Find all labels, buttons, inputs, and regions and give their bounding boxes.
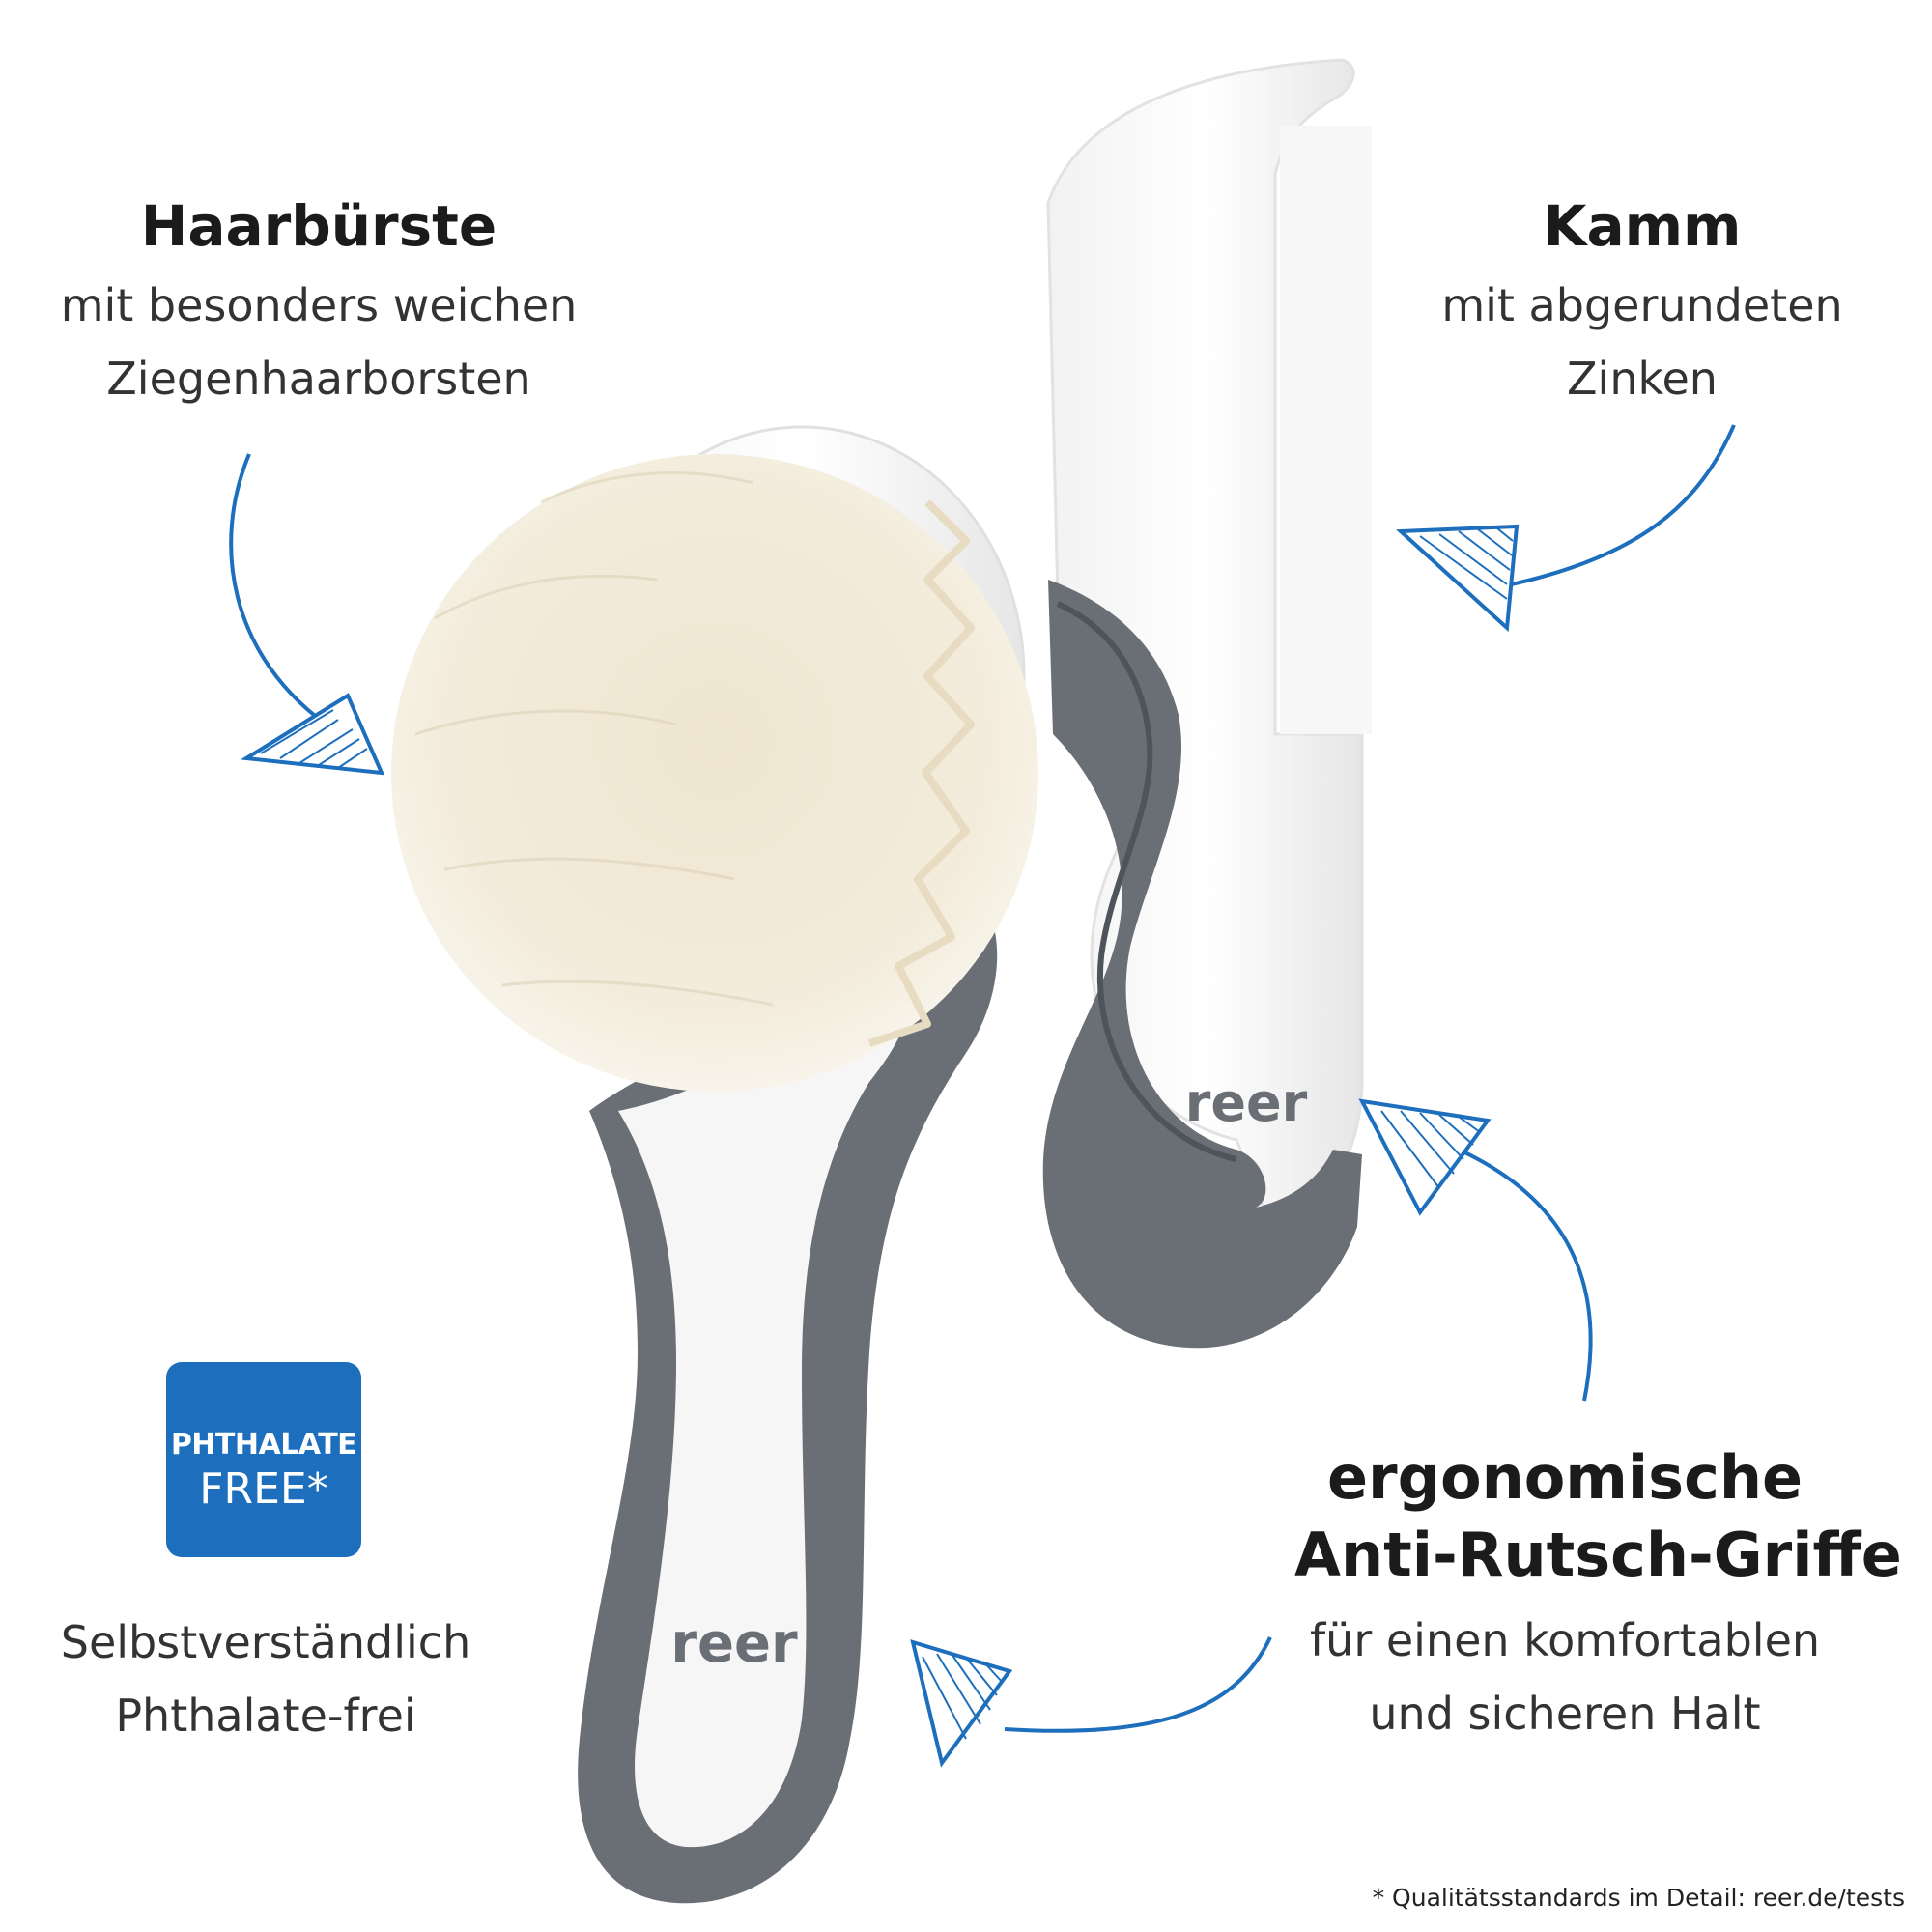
arrow-kamm <box>1396 424 1736 633</box>
footnote: * Qualitätsstandards im Detail: reer.de/… <box>1372 1884 1905 1912</box>
badge-top-text: PHTHALATE <box>170 1428 357 1462</box>
comb-desc-line1: mit abgerundeten <box>1441 279 1843 331</box>
phthalate-note-line2: Phthalate-frei <box>115 1690 416 1742</box>
phthalate-note-line1: Selbstverständlich <box>60 1616 471 1668</box>
comb-grip <box>1042 580 1362 1349</box>
grips-desc-line2: und sicheren Halt <box>1369 1688 1761 1740</box>
comb-teeth <box>1280 126 1372 734</box>
brush-desc-line2: Ziegenhaarborsten <box>106 353 531 405</box>
comb: reer <box>1042 58 1372 1349</box>
badge-bottom-text: FREE* <box>199 1464 328 1514</box>
brush-bristles <box>391 454 1038 1092</box>
grips-desc-line1: für einen komfortablen <box>1309 1614 1821 1666</box>
arrow-griffe-comb <box>1358 1098 1593 1402</box>
brush-logo: reer <box>670 1612 798 1675</box>
comb-logo: reer <box>1185 1072 1308 1133</box>
brush: reer <box>391 425 1038 1904</box>
brush-desc-line1: mit besonders weichen <box>60 279 578 331</box>
grips-title-line1: ergonomische <box>1326 1442 1804 1513</box>
phthalate-free-badge: PHTHALATE FREE* <box>166 1362 361 1557</box>
brush-handle-inner <box>618 942 915 1848</box>
comb-desc-line2: Zinken <box>1567 353 1718 405</box>
brush-title: Haarbürste <box>140 193 497 259</box>
arrow-griffe-brush <box>910 1636 1272 1768</box>
arrow-haarbuerste <box>229 453 385 776</box>
grips-title-line2: Anti-Rutsch-Griffe <box>1294 1520 1902 1590</box>
comb-title: Kamm <box>1543 193 1742 259</box>
